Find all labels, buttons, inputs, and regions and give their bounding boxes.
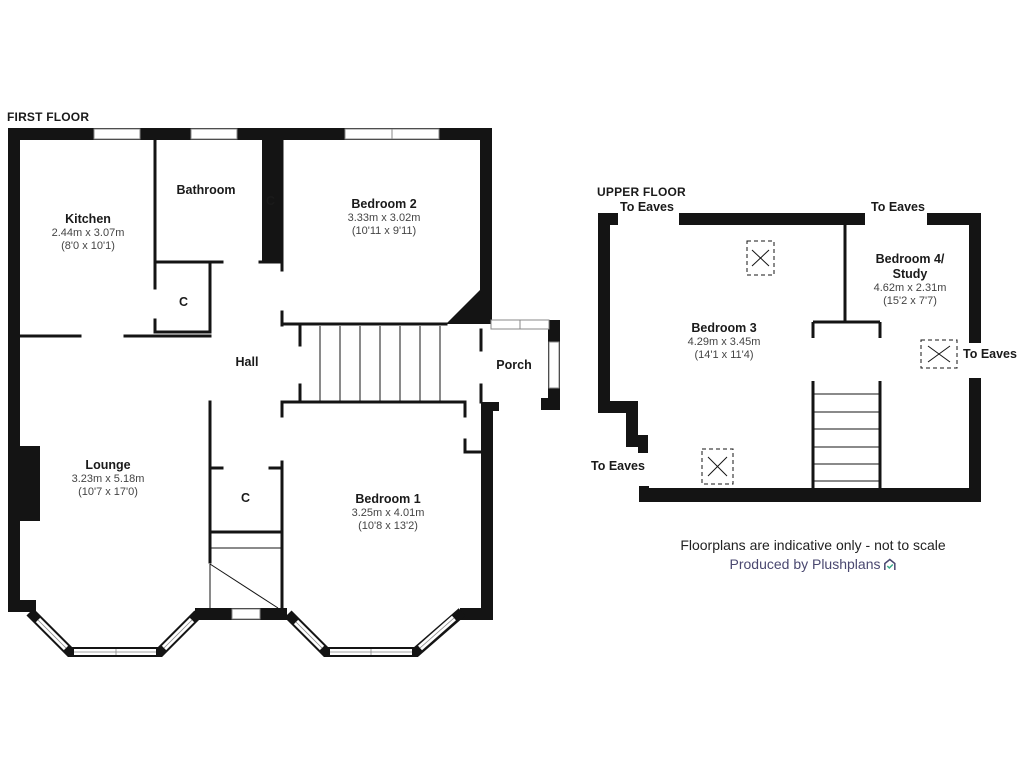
upper-floor-title: UPPER FLOOR xyxy=(597,185,686,199)
room-bedroom-4-study: Bedroom 4/ Study 4.62m x 2.31m (15'2 x 7… xyxy=(873,252,947,307)
room-lounge: Lounge 3.23m x 5.18m (10'7 x 17'0) xyxy=(71,458,145,498)
eaves-label: To Eaves xyxy=(591,459,645,473)
room-bedroom-1: Bedroom 1 3.25m x 4.01m (10'8 x 13'2) xyxy=(351,492,425,532)
room-hall: Hall xyxy=(235,355,259,369)
room-bedroom-2: Bedroom 2 3.33m x 3.02m (10'11 x 9'11) xyxy=(347,197,421,237)
skylight-icon xyxy=(746,240,775,276)
credit-text: Produced by Plushplans xyxy=(729,556,881,572)
credit-line: Produced by Plushplans xyxy=(680,555,945,574)
eaves-label: To Eaves xyxy=(963,347,1017,361)
skylight-icon xyxy=(920,339,958,369)
disclaimer-text: Floorplans are indicative only - not to … xyxy=(680,537,946,553)
first-floor-title: FIRST FLOOR xyxy=(7,110,90,124)
room-porch: Porch xyxy=(496,358,532,372)
wall-left xyxy=(8,128,20,612)
cupboard-label: C xyxy=(266,194,276,208)
room-kitchen: Kitchen 2.44m x 3.07m (8'0 x 10'1) xyxy=(51,212,125,252)
house-check-icon xyxy=(880,556,896,572)
skylight-icon xyxy=(701,448,734,485)
cupboard-label: C xyxy=(179,295,189,309)
footer-note: Floorplans are indicative only - not to … xyxy=(680,536,945,574)
eaves-label: To Eaves xyxy=(871,200,925,214)
eaves-label: To Eaves xyxy=(620,200,674,214)
cupboard-label: C xyxy=(241,491,251,505)
room-bathroom: Bathroom xyxy=(176,183,236,197)
room-bedroom-3: Bedroom 3 4.29m x 3.45m (14'1 x 11'4) xyxy=(687,321,761,361)
